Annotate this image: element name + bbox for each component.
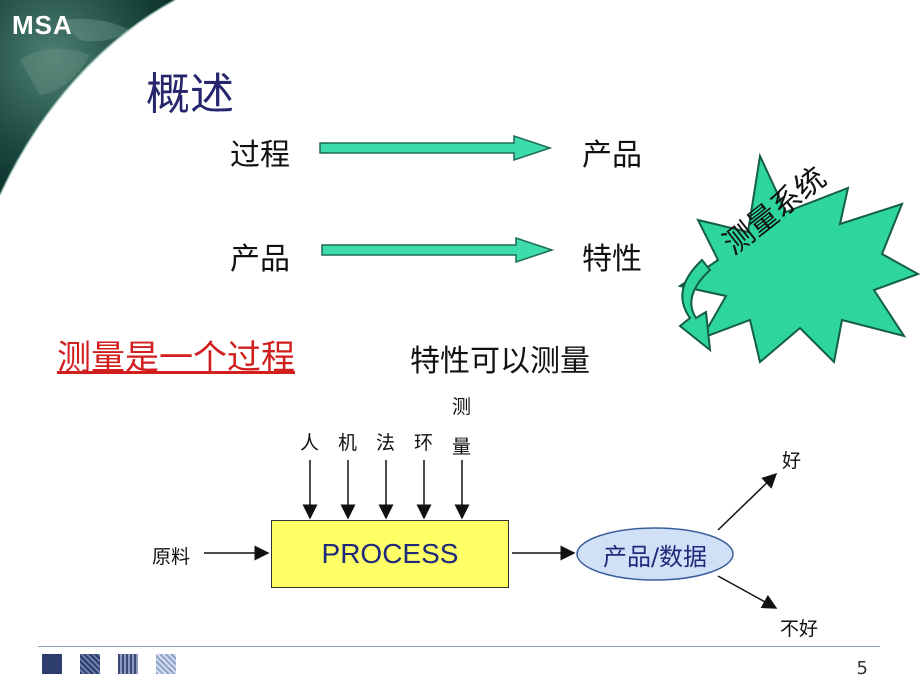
flow-row2-from: 产品 <box>230 242 290 277</box>
outcome-good-label: 好 <box>782 450 802 472</box>
raw-material-label: 原料 <box>152 546 191 568</box>
input-label-environment: 环 <box>414 432 434 454</box>
flow-row1-to: 产品 <box>582 138 642 173</box>
measurement-system-burst <box>677 152 920 365</box>
flow-row2-arrow <box>321 236 555 264</box>
input-label-person: 人 <box>300 432 320 454</box>
footer-square-2 <box>80 654 100 674</box>
flow-row2-to: 特性 <box>582 242 642 277</box>
footer-square-4 <box>156 654 176 674</box>
page-number: 5 <box>856 658 868 679</box>
input-label-method: 法 <box>376 432 396 454</box>
flow-row1-from: 过程 <box>230 138 290 173</box>
logo-text: MSA <box>12 10 73 40</box>
footer-square-3 <box>118 654 138 674</box>
footer-square-1 <box>42 654 62 674</box>
outcome-bad-label: 不好 <box>780 618 819 640</box>
measurable-text: 特性可以测量 <box>410 344 590 379</box>
input-label-measure-top: 测 <box>452 396 472 418</box>
slide-title: 概述 <box>146 69 234 120</box>
output-ellipse-label: 产品/数据 <box>602 542 708 571</box>
flow-row1-arrow <box>319 134 553 162</box>
process-box: PROCESS <box>271 520 509 588</box>
input-label-measure-bottom: 量 <box>452 436 472 458</box>
input-label-machine: 机 <box>338 432 358 454</box>
footer-divider <box>38 646 880 647</box>
measurement-is-process-link[interactable]: 测量是一个过程 <box>57 338 295 378</box>
